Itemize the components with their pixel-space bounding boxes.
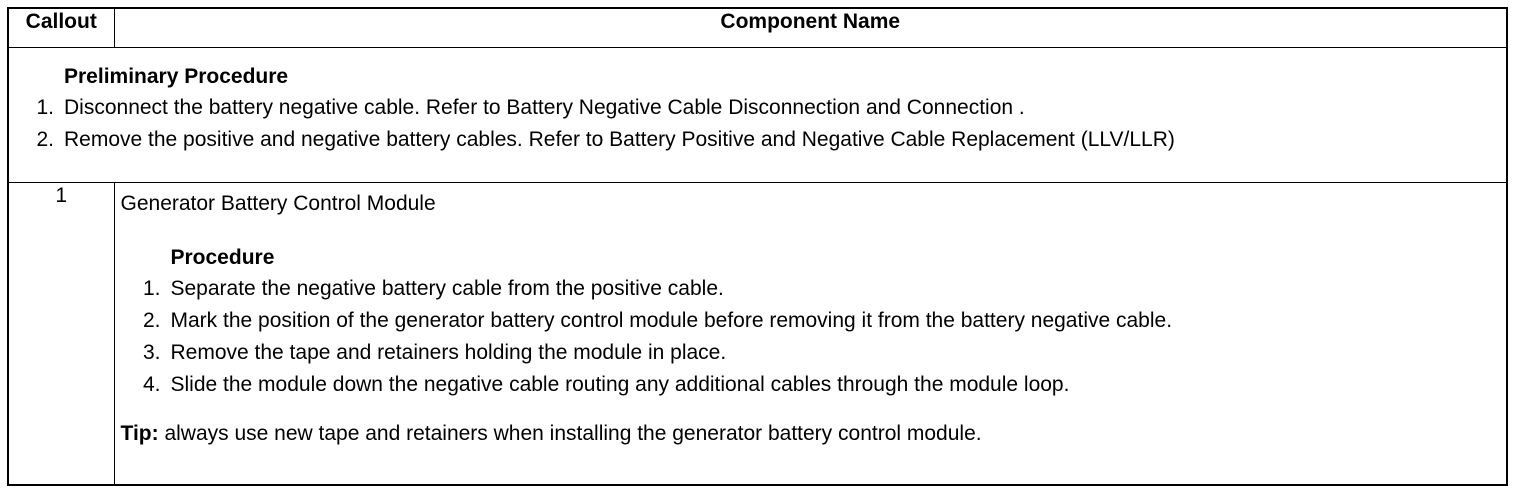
- procedure-title: Procedure: [170, 246, 275, 269]
- list-item: 1. Separate the negative battery cable f…: [115, 273, 1507, 305]
- step-number: 4.: [142, 373, 161, 397]
- step-number: 1.: [142, 277, 161, 301]
- list-item: 2. Mark the position of the generator ba…: [115, 305, 1507, 337]
- preliminary-row: Preliminary Procedure 1. Disconnect the …: [9, 47, 1506, 183]
- tip-text: always use new tape and retainers when i…: [158, 422, 982, 445]
- component-name: Generator Battery Control Module: [120, 192, 436, 215]
- step-text: Remove the tape and retainers holding th…: [170, 341, 727, 365]
- list-item: 1. Disconnect the battery negative cable…: [9, 92, 1506, 124]
- tip-note: Tip: always use new tape and retainers w…: [121, 421, 1507, 446]
- step-text: Mark the position of the generator batte…: [170, 309, 1173, 333]
- tip-label: Tip:: [120, 422, 159, 445]
- callout-header: Callout: [9, 9, 115, 48]
- component-cell: Generator Battery Control Module Procedu…: [113, 182, 1507, 484]
- step-text: Remove the positive and negative battery…: [64, 128, 1175, 152]
- step-number: 2.: [36, 128, 54, 152]
- procedure-table: Callout Component Name Preliminary Proce…: [9, 9, 1506, 484]
- step-text: Separate the negative battery cable from…: [170, 277, 724, 301]
- callout-cell: 1: [9, 182, 115, 484]
- step-number: 2.: [142, 309, 161, 333]
- step-text: Slide the module down the negative cable…: [170, 373, 1070, 397]
- preliminary-steps: 1. Disconnect the battery negative cable…: [9, 92, 1506, 156]
- component-name-header: Component Name: [113, 9, 1506, 48]
- table-row: 1 Generator Battery Control Module Proce…: [9, 182, 1507, 484]
- step-number: 3.: [142, 341, 161, 365]
- procedure-steps: 1. Separate the negative battery cable f…: [115, 273, 1507, 401]
- list-item: 4. Slide the module down the negative ca…: [115, 369, 1507, 401]
- procedure-table-frame: Callout Component Name Preliminary Proce…: [7, 7, 1508, 486]
- preliminary-procedure-title: Preliminary Procedure: [64, 65, 289, 88]
- step-text: Disconnect the battery negative cable. R…: [64, 96, 1025, 120]
- step-number: 1.: [36, 96, 54, 120]
- list-item: 2. Remove the positive and negative batt…: [9, 124, 1506, 156]
- preliminary-cell: Preliminary Procedure 1. Disconnect the …: [9, 47, 1506, 183]
- list-item: 3. Remove the tape and retainers holding…: [115, 337, 1507, 369]
- header-row: Callout Component Name: [9, 9, 1506, 48]
